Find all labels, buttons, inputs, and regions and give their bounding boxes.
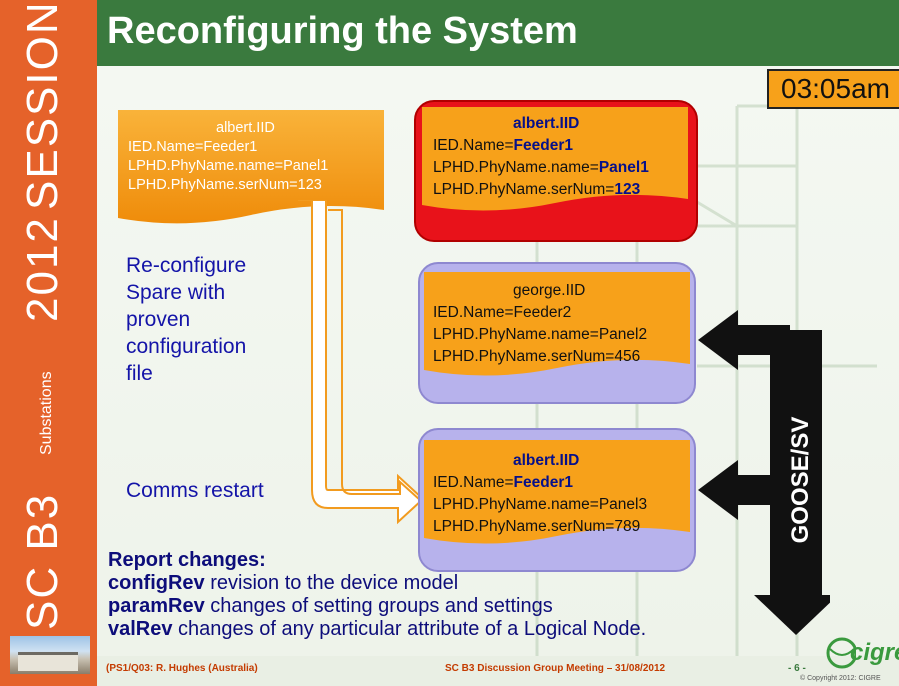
- year-label: 2012: [18, 216, 67, 322]
- reconfigure-line: Spare with: [126, 281, 226, 304]
- session-sidebar: SESSION 2012 Substations SC B3: [0, 0, 97, 686]
- reconfigure-line: Re-configure: [126, 254, 247, 277]
- source-doc-line: LPHD.PhyName.serNum=123: [128, 177, 322, 193]
- spare-filename: albert.IID: [513, 452, 580, 469]
- cigre-globe-icon: [826, 637, 856, 669]
- spare-ied-document: albert.IID IED.Name=Feeder1 LPHD.PhyName…: [433, 450, 647, 538]
- faulty-l2-value: Panel1: [598, 159, 649, 176]
- reconfigure-line: proven: [126, 308, 191, 331]
- goose-sv-bus: [698, 310, 830, 635]
- report-changes: Report changes: configRev revision to th…: [108, 549, 646, 641]
- faulty-doc-shape: [422, 107, 688, 211]
- footer-meeting: SC B3 Discussion Group Meeting – 31/08/2…: [445, 663, 666, 674]
- george-line: LPHD.PhyName.name=Panel2: [433, 326, 648, 343]
- spare-l1-prefix: IED.Name=: [433, 474, 514, 491]
- george-doc-shape: [424, 272, 690, 376]
- footer-bar: [97, 656, 899, 686]
- page-title: Reconfiguring the System: [107, 10, 578, 52]
- george-filename: george.IID: [513, 282, 586, 299]
- substations-label: Substations: [38, 371, 55, 455]
- george-ied-document: george.IID IED.Name=Feeder2 LPHD.PhyName…: [433, 280, 647, 368]
- footer-copyright: © Copyright 2012: CIGRE: [800, 675, 881, 682]
- building-photo: [10, 636, 90, 674]
- spare-line: LPHD.PhyName.serNum=789: [433, 518, 641, 535]
- sc-b3-label: SC B3: [18, 492, 67, 630]
- faulty-l3-value: 123: [614, 181, 641, 198]
- footer-author: (PS1/Q03: R. Hughes (Australia): [106, 663, 258, 674]
- reconfigure-text: Re-configure Spare with proven configura…: [126, 252, 246, 387]
- report-item: valRev changes of any particular attribu…: [108, 618, 647, 640]
- session-label: SESSION: [18, 0, 67, 210]
- george-line: IED.Name=Feeder2: [433, 304, 572, 321]
- source-doc-filename: albert.IID: [216, 120, 275, 136]
- cigre-wordmark: cigré: [850, 639, 899, 666]
- faulty-ied-document: albert.IID IED.Name=Feeder1 LPHD.PhyName…: [433, 113, 649, 201]
- faulty-l3-prefix: LPHD.PhyName.serNum=: [433, 181, 615, 198]
- report-heading: Report changes:: [108, 549, 266, 571]
- faulty-l1-value: Feeder1: [513, 137, 573, 154]
- clock-display: 03:05am: [767, 69, 899, 109]
- spare-l1-value: Feeder1: [513, 474, 573, 491]
- source-document: albert.IID IED.Name=Feeder1 LPHD.PhyName…: [128, 119, 328, 195]
- flow-arrows: [298, 200, 425, 525]
- reconfigure-line: file: [126, 362, 153, 385]
- faulty-l2-prefix: LPHD.PhyName.name=: [433, 159, 599, 176]
- comms-restart-text: Comms restart: [126, 479, 264, 502]
- report-item: paramRev changes of setting groups and s…: [108, 595, 553, 617]
- title-bar: [97, 0, 899, 66]
- footer-page: - 6 -: [788, 663, 806, 674]
- spare-doc-shape: [424, 440, 690, 544]
- spare-line: LPHD.PhyName.name=Panel3: [433, 496, 648, 513]
- cigre-logo: cigré: [826, 633, 899, 673]
- source-doc-line: IED.Name=Feeder1: [128, 139, 258, 155]
- source-doc-line: LPHD.PhyName.name=Panel1: [128, 158, 329, 174]
- source-document-shape: [118, 110, 384, 224]
- report-item: configRev revision to the device model: [108, 572, 459, 594]
- faulty-filename: albert.IID: [513, 115, 580, 132]
- goose-sv-label: GOOSE/SV: [787, 416, 814, 544]
- george-line: LPHD.PhyName.serNum=456: [433, 348, 641, 365]
- reconfigure-line: configuration: [126, 335, 247, 358]
- faulty-l1-prefix: IED.Name=: [433, 137, 514, 154]
